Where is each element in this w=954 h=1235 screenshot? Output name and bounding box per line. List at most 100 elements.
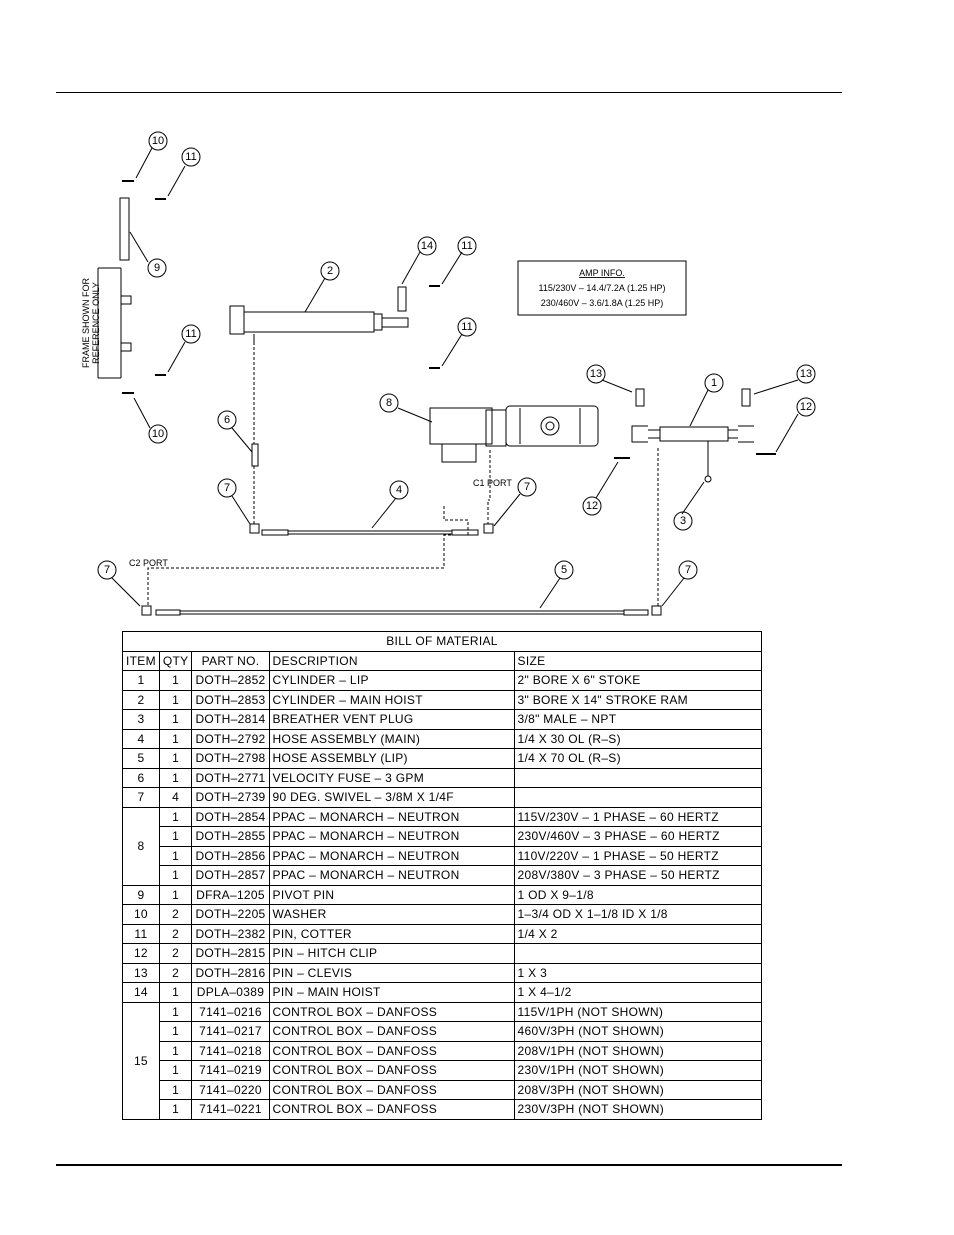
- cell-qty: 1: [158, 826, 193, 847]
- cell-size: [513, 767, 763, 788]
- cell-size: 110V/220V – 1 PHASE – 50 HERTZ: [513, 845, 763, 866]
- callout-number: 11: [185, 151, 196, 163]
- cell-description: PIVOT PIN: [268, 884, 515, 905]
- callout-number: 13: [590, 368, 602, 380]
- cell-qty: 1: [158, 689, 193, 710]
- cell-part-no: 7141–0217: [191, 1021, 270, 1042]
- amp-info-box: [517, 260, 687, 316]
- cell-qty: 1: [158, 1060, 193, 1081]
- amp-info-title: AMP INFO.: [579, 268, 625, 278]
- header-part-no: PART NO.: [191, 650, 270, 671]
- cell-item: 12: [122, 943, 160, 964]
- callout-number: 6: [224, 414, 230, 426]
- cell-qty: 1: [158, 865, 193, 886]
- parts-diagram: 10 11 9 14 11 2 11 11 10 8 13 1 13 12 6 …: [81, 131, 816, 616]
- cell-description: PPAC – MONARCH – NEUTRON: [268, 845, 515, 866]
- cell-size: 1 X 3: [513, 962, 763, 983]
- cell-qty: 1: [158, 982, 193, 1003]
- callout-number: 7: [524, 481, 530, 493]
- bom-title-row: BILL OF MATERIAL: [122, 631, 762, 652]
- c2-port-label: C2 PORT: [129, 558, 168, 568]
- callout-number: 12: [586, 500, 598, 512]
- cell-size: 1/4 X 2: [513, 923, 763, 944]
- cell-part-no: DOTH–2857: [191, 865, 270, 886]
- cell-part-no: 7141–0221: [191, 1099, 270, 1120]
- cell-size: 230V/1PH (NOT SHOWN): [513, 1060, 763, 1081]
- cell-size: 1 X 4–1/2: [513, 982, 763, 1003]
- cell-part-no: 7141–0219: [191, 1060, 270, 1081]
- cell-item: 2: [122, 689, 160, 710]
- cell-qty: 1: [158, 709, 193, 730]
- cell-part-no: DOTH–2771: [191, 767, 270, 788]
- cell-item: 14: [122, 982, 160, 1003]
- cell-size: 115V/230V – 1 PHASE – 60 HERTZ: [513, 806, 763, 827]
- cell-part-no: DOTH–2739: [191, 787, 270, 808]
- cell-item: 8: [122, 806, 160, 886]
- main-hoist-pin: [397, 286, 407, 312]
- cell-size: 208V/380V – 3 PHASE – 50 HERTZ: [513, 865, 763, 886]
- cell-description: WASHER: [268, 904, 515, 925]
- callout-number: 13: [800, 368, 812, 380]
- bill-of-material-table: BILL OF MATERIAL ITEM QTY PART NO. DESCR…: [122, 631, 763, 1120]
- cell-qty: 1: [158, 1001, 193, 1022]
- cell-description: HOSE ASSEMBLY (MAIN): [268, 728, 515, 749]
- cell-description: CONTROL BOX – DANFOSS: [268, 1021, 515, 1042]
- amp-info-line2: 230/460V – 3.6/1.8A (1.25 HP): [541, 298, 664, 308]
- cell-part-no: DOTH–2814: [191, 709, 270, 730]
- cell-description: CYLINDER – LIP: [268, 670, 515, 691]
- cell-description: PIN – CLEVIS: [268, 962, 515, 983]
- cell-part-no: DOTH–2852: [191, 670, 270, 691]
- cell-qty: 1: [158, 806, 193, 827]
- cell-part-no: DOTH–2205: [191, 904, 270, 925]
- callout-number: 2: [327, 265, 333, 277]
- callout-number: 3: [680, 515, 686, 527]
- cell-part-no: 7141–0220: [191, 1079, 270, 1100]
- cell-description: 90 DEG. SWIVEL – 3/8M X 1/4F: [268, 787, 515, 808]
- velocity-fuse: [251, 443, 259, 467]
- cell-item: 3: [122, 709, 160, 730]
- leader-lines: [111, 147, 799, 609]
- cell-part-no: DOTH–2798: [191, 748, 270, 769]
- cell-description: CONTROL BOX – DANFOSS: [268, 1060, 515, 1081]
- swivel: [141, 605, 152, 616]
- amp-info-line1: 115/230V – 14.4/7.2A (1.25 HP): [539, 283, 666, 293]
- header-qty: QTY: [158, 650, 193, 671]
- cell-description: CYLINDER – MAIN HOIST: [268, 689, 515, 710]
- callout-number: 12: [800, 401, 812, 413]
- pivot-pin: [119, 197, 130, 261]
- cell-description: BREATHER VENT PLUG: [268, 709, 515, 730]
- swivel: [483, 523, 494, 534]
- callout-number: 10: [152, 428, 164, 440]
- cell-part-no: DOTH–2853: [191, 689, 270, 710]
- cell-qty: 1: [158, 767, 193, 788]
- callout-number: 7: [104, 564, 110, 576]
- cell-description: PPAC – MONARCH – NEUTRON: [268, 826, 515, 847]
- cell-description: CONTROL BOX – DANFOSS: [268, 1079, 515, 1100]
- cell-size: 3/8" MALE – NPT: [513, 709, 763, 730]
- cell-item: 6: [122, 767, 160, 788]
- cell-qty: 1: [158, 728, 193, 749]
- bom-header-row: ITEM QTY PART NO. DESCRIPTION SIZE: [122, 650, 763, 671]
- cell-part-no: 7141–0216: [191, 1001, 270, 1022]
- cell-qty: 1: [158, 884, 193, 905]
- cell-item: 1: [122, 670, 160, 691]
- cell-description: VELOCITY FUSE – 3 GPM: [268, 767, 515, 788]
- callout-number: 7: [685, 564, 691, 576]
- c1-port-label: C1 PORT: [473, 478, 512, 488]
- cell-qty: 1: [158, 748, 193, 769]
- callout-number: 14: [421, 240, 433, 252]
